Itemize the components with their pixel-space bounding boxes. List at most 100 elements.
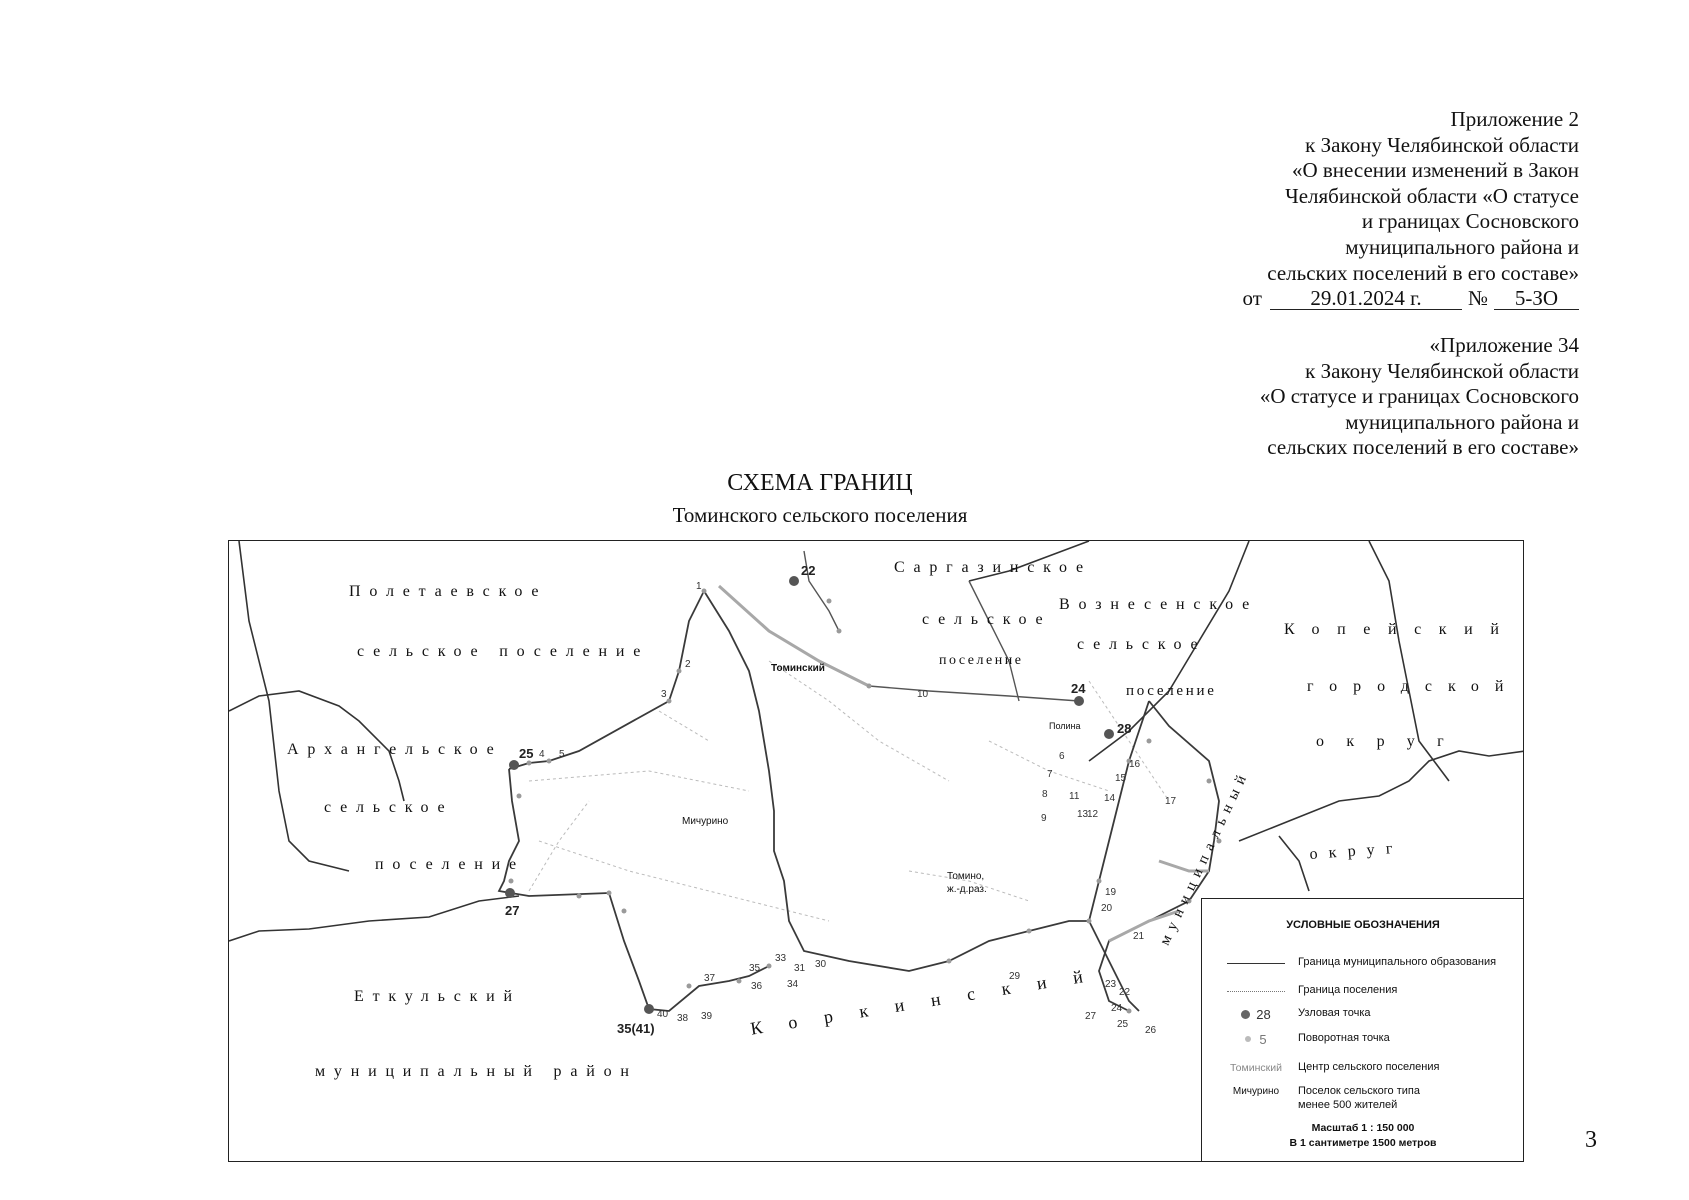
turn-point-label: 30 <box>815 959 827 970</box>
legend-row-village: Мичурино Поселок сельского типа менее 50… <box>1202 1082 1523 1112</box>
node-label: 24 <box>1071 681 1086 696</box>
region-label-arkhangelskoe: Архангельское <box>287 741 503 758</box>
turn-point-label: 12 <box>1087 809 1099 820</box>
boundary-map: Полетаевское сельское поселение Архангел… <box>228 540 1524 1162</box>
region-label-kopeisk-2: городской <box>1307 678 1520 695</box>
turn-point-label: 26 <box>1145 1025 1157 1036</box>
law-number: 5-ЗО <box>1494 287 1579 311</box>
region-label-sargazinskoe-3: поселение <box>939 653 1024 668</box>
map-legend: УСЛОВНЫЕ ОБОЗНАЧЕНИЯ Граница муниципальн… <box>1201 898 1523 1161</box>
region-label-voznesenskoe: Вознесенское <box>1059 596 1258 613</box>
turn-point-label: 35 <box>749 963 761 974</box>
legend-row-center: Томинский Центр сельского поселения <box>1202 1059 1523 1079</box>
map-scale: Масштаб 1 : 150 000 В 1 сантиметре 1500 … <box>1202 1121 1523 1151</box>
turn-point-label: 24 <box>1111 1003 1123 1014</box>
region-label-kopeisk-3: округ <box>1316 733 1467 750</box>
turn-point-label: 6 <box>1059 751 1065 762</box>
law-date: 29.01.2024 г. <box>1269 287 1462 311</box>
node-label: 25 <box>519 746 534 761</box>
turn-point-label: 15 <box>1115 773 1127 784</box>
turn-point-label: 39 <box>701 1011 713 1022</box>
north-boundary <box>803 550 1080 702</box>
region-label-voznesenskoe-2: сельское <box>1077 636 1207 653</box>
legend-text: Граница муниципального образования <box>1298 956 1497 968</box>
region-label-arkhangelskoe-2: сельское <box>324 799 454 816</box>
turn-point-label: 7 <box>1047 769 1053 780</box>
turn-point-label: 3 <box>661 689 667 700</box>
node-points <box>505 576 1114 1014</box>
node-label: 28 <box>1117 721 1132 736</box>
legend-text: Узловая точка <box>1298 1007 1371 1019</box>
turn-point-label: 20 <box>1101 903 1113 914</box>
region-label-poletaevskoe: Полетаевское <box>349 583 548 600</box>
minor-roads <box>528 660 1170 922</box>
turn-point-label: 22 <box>1119 987 1131 998</box>
appendix-2-header: Приложение 2 к Закону Челябинской област… <box>1243 107 1579 312</box>
map-drawing <box>229 541 1523 1014</box>
legend-text-village: Поселок сельского типа менее 500 жителей <box>1298 1084 1420 1112</box>
settlement-tomino: Томино, <box>947 871 985 882</box>
turn-point-label: 8 <box>1042 789 1048 800</box>
appendix-34-line: к Закону Челябинской области <box>1305 358 1579 383</box>
turn-point-label: 17 <box>1165 796 1177 807</box>
turn-point-label: 11 <box>1069 791 1080 802</box>
turn-point-label: 23 <box>1105 979 1117 990</box>
legend-text: Центр сельского поселения <box>1298 1061 1440 1073</box>
turn-point-label: 33 <box>775 953 787 964</box>
legend-title: УСЛОВНЫЕ ОБОЗНАЧЕНИЯ <box>1286 919 1440 931</box>
legend-text: Граница поселения <box>1298 984 1398 996</box>
appendix-2-line: к Закону Челябинской области <box>1305 132 1579 157</box>
node-label: 27 <box>505 903 520 918</box>
region-label-sargazinskoe: Саргазинское <box>894 559 1092 576</box>
appendix-34-line: «Приложение 34 <box>1429 333 1579 357</box>
appendix-34-line: «О статусе и границах Сосновского <box>1259 384 1579 409</box>
highlighted-border <box>717 584 1209 943</box>
turn-sample: 5 <box>1259 1031 1267 1047</box>
region-label-etkulsky-2: муниципальный район <box>315 1063 638 1080</box>
municipal-border-line-icon <box>1220 954 1292 972</box>
region-label-arkhangelskoe-3: поселение <box>375 856 525 873</box>
region-label-etkulsky: Еткульский <box>354 988 521 1005</box>
appendix-2-line: «О внесении изменений в Закон <box>1291 158 1579 183</box>
turn-point-label: 25 <box>1117 1019 1129 1030</box>
settlement-tominsky: Томинский <box>771 663 825 674</box>
settlement-michurino: Мичурино <box>682 816 729 827</box>
number-prefix: № <box>1467 286 1488 311</box>
turn-point-label: 37 <box>704 973 716 984</box>
appendix-2-line: Челябинской области «О статусе <box>1285 183 1579 208</box>
turn-point-label: 19 <box>1105 887 1117 898</box>
turn-point-label: 9 <box>1041 813 1047 824</box>
region-label-sargazinskoe-2: сельское <box>922 611 1052 628</box>
village-sample: Мичурино <box>1232 1085 1280 1097</box>
turn-point-label: 40 <box>657 1009 669 1020</box>
scale-description: В 1 сантиметре 1500 метров <box>1289 1137 1437 1149</box>
map-title: СХЕМА ГРАНИЦ <box>727 470 913 496</box>
scale-ratio: Масштаб 1 : 150 000 <box>1311 1122 1415 1134</box>
center-sample: Томинский <box>1230 1062 1282 1074</box>
legend-text: Поворотная точка <box>1298 1032 1390 1044</box>
turn-point-label: 27 <box>1085 1011 1097 1022</box>
legend-row-municipal-border: Граница муниципального образования <box>1202 954 1523 974</box>
map-subtitle: Томинского сельского поселения <box>672 503 968 527</box>
turn-point-label: 10 <box>917 689 929 700</box>
turn-point-label: 14 <box>1104 793 1116 804</box>
node-sample: 28 <box>1256 1006 1271 1022</box>
turn-point-icon: 5 <box>1220 1030 1292 1048</box>
turn-point-label: 29 <box>1009 971 1021 982</box>
appendix-34-line: сельских поселений в его составе» <box>1267 435 1579 460</box>
turn-point-label: 1 <box>696 581 702 592</box>
node-point-icon: 28 <box>1220 1005 1292 1023</box>
region-label-kopeisk: Копейский <box>1284 621 1517 638</box>
turn-point-label: 31 <box>794 963 806 974</box>
appendix-2-line: Приложение 2 <box>1450 107 1579 131</box>
municipal-borders <box>229 541 1523 942</box>
legend-row-turn-point: 5 Поворотная точка <box>1202 1030 1523 1050</box>
turn-point-label: 38 <box>677 1013 689 1024</box>
turn-point-label: 5 <box>559 749 565 760</box>
legend-row-settlement-border: Граница поселения <box>1202 982 1523 1002</box>
node-label: 22 <box>801 563 816 578</box>
settlement-polina: Полина <box>1049 721 1081 731</box>
turn-point-label: 2 <box>685 659 691 670</box>
appendix-2-line: сельских поселений в его составе» <box>1267 260 1579 285</box>
